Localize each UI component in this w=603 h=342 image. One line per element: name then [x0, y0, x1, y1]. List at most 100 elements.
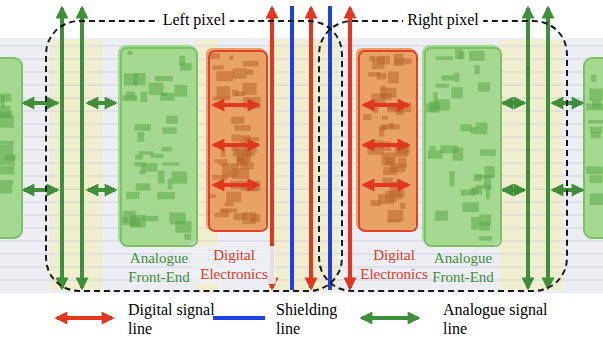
analogue-bus-line	[526, 8, 530, 288]
block-label: Analogue Front-End	[421, 249, 505, 287]
circuit-texture	[136, 183, 151, 190]
chip-band	[0, 38, 603, 293]
legend-sample	[213, 316, 265, 320]
circuit-texture	[436, 84, 449, 88]
circuit-texture	[212, 175, 227, 180]
circuit-texture	[221, 148, 226, 157]
circuit-texture	[162, 147, 172, 152]
metal-track	[0, 163, 603, 164]
digital-bus-line	[348, 8, 352, 288]
metal-track	[0, 137, 603, 138]
circuit-texture	[363, 114, 371, 120]
circuit-texture	[158, 171, 165, 184]
circuit-texture	[232, 90, 238, 96]
circuit-texture	[586, 166, 603, 174]
legend-sample	[362, 316, 418, 320]
circuit-texture	[476, 175, 493, 178]
circuit-texture	[240, 162, 254, 169]
circuit-texture	[219, 159, 228, 165]
metal-track	[0, 111, 603, 112]
circuit-texture	[436, 56, 453, 60]
metal-track	[0, 280, 603, 281]
circuit-texture	[451, 87, 463, 98]
circuit-texture	[590, 175, 603, 183]
yellow-column	[268, 40, 338, 290]
circuit-texture	[461, 124, 473, 131]
circuit-texture	[441, 75, 454, 80]
circuit-texture	[126, 92, 136, 99]
digital-link	[214, 183, 258, 187]
block-label: Digital Electronics	[352, 246, 436, 284]
circuit-texture	[377, 73, 386, 79]
circuit-texture	[149, 83, 164, 95]
block-label: Analogue Front-End	[117, 249, 201, 287]
circuit-texture	[430, 146, 436, 150]
circuit-texture	[134, 162, 145, 166]
pixel-outline: Left pixelAnalogue Front-EndDigital Elec…	[45, 20, 343, 292]
circuit-texture	[479, 236, 492, 241]
circuit-texture	[137, 132, 144, 142]
circuit-texture	[0, 94, 11, 102]
metal-track	[0, 215, 603, 216]
circuit-texture	[590, 127, 602, 134]
metal-track	[0, 85, 603, 86]
circuit-texture	[166, 116, 178, 124]
analogue-link	[24, 188, 57, 192]
circuit-texture	[126, 192, 139, 199]
legend-label: Shielding line	[276, 300, 350, 338]
circuit-texture	[455, 49, 463, 59]
circuit-texture	[217, 86, 231, 98]
circuit-texture	[387, 219, 401, 222]
analogue-link	[88, 101, 115, 105]
shielding-line	[290, 6, 294, 290]
circuit-texture	[428, 150, 443, 159]
circuit-texture	[394, 58, 412, 64]
circuit-texture	[233, 213, 247, 220]
yellow-column	[50, 40, 102, 290]
digital-block: Digital Electronics	[358, 50, 418, 232]
circuit-texture	[155, 76, 173, 81]
circuit-texture	[478, 82, 490, 91]
metal-track	[0, 228, 603, 229]
legend-label: Digital signal line	[128, 300, 220, 338]
analogue-bus-line	[546, 8, 550, 288]
circuit-texture	[381, 88, 397, 98]
circuit-texture	[590, 193, 603, 205]
circuit-texture	[246, 70, 253, 75]
circuit-texture	[250, 214, 260, 222]
digital-link	[214, 103, 258, 107]
circuit-texture	[0, 180, 13, 185]
metal-track	[0, 59, 603, 60]
metal-track	[0, 202, 603, 203]
circuit-texture	[236, 149, 251, 162]
circuit-texture	[229, 56, 233, 60]
circuit-texture	[231, 117, 244, 124]
metal-track	[0, 46, 603, 47]
circuit-texture	[135, 154, 143, 159]
digital-block: Digital Electronics	[208, 50, 268, 232]
circuit-texture	[174, 85, 187, 97]
circuit-texture	[591, 132, 601, 138]
circuit-texture	[233, 68, 247, 78]
yellow-column	[500, 40, 562, 290]
circuit-texture	[586, 103, 603, 110]
analogue-block: Analogue Front-End	[424, 47, 502, 247]
metal-track	[0, 254, 603, 255]
circuit-texture	[226, 192, 241, 203]
block-label: Digital Electronics	[192, 246, 276, 284]
digital-link	[364, 183, 408, 187]
legend-sample	[57, 316, 112, 320]
circuit-texture	[5, 155, 15, 161]
analogue-link	[503, 188, 524, 192]
digital-link	[214, 143, 258, 147]
metal-track	[0, 72, 603, 73]
circuit-texture	[479, 214, 491, 226]
digital-fill	[356, 48, 416, 230]
circuit-texture	[471, 217, 480, 230]
circuit-texture	[382, 116, 388, 120]
circuit-texture	[0, 166, 14, 174]
circuit-texture	[175, 221, 191, 233]
circuit-texture	[231, 135, 240, 142]
circuit-texture	[135, 124, 151, 131]
